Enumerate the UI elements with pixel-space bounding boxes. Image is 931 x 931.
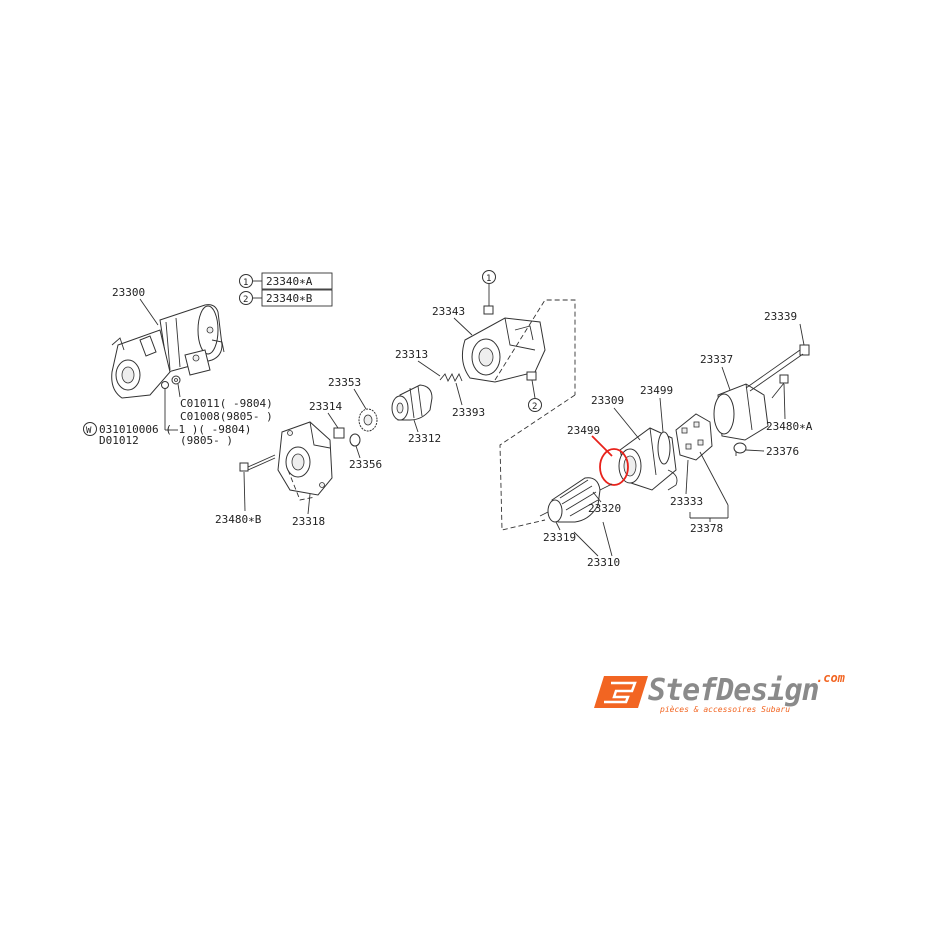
legend-callout-2-number: 2 bbox=[243, 295, 248, 305]
part-label-23376[interactable]: 23376 bbox=[766, 445, 799, 458]
retainer-drawing bbox=[333, 427, 345, 439]
overrunning-clutch-drawing bbox=[391, 384, 433, 421]
hardware-note-c01008[interactable]: C01008(9805- ) bbox=[180, 410, 273, 423]
logo-tld: .com bbox=[816, 671, 846, 685]
gear-housing-drawing bbox=[277, 421, 333, 501]
part-label-23312[interactable]: 23312 bbox=[408, 432, 441, 445]
part-label-23337[interactable]: 23337 bbox=[700, 353, 733, 366]
part-label-23340b[interactable]: 23340∗B bbox=[266, 292, 313, 305]
callout-2-icon bbox=[528, 398, 542, 412]
cap-drawing bbox=[733, 442, 747, 456]
part-label-23309[interactable]: 23309 bbox=[591, 394, 624, 407]
through-bolt-a-drawing bbox=[745, 344, 810, 392]
logo-tagline: pièces & accessoires Subaru bbox=[659, 704, 790, 714]
through-bolt-b-drawing bbox=[239, 454, 276, 472]
spring-drawing bbox=[439, 372, 463, 383]
screw-a-drawing bbox=[771, 374, 789, 399]
part-label-23393[interactable]: 23393 bbox=[452, 406, 485, 419]
starter-assembly-drawing bbox=[111, 304, 225, 399]
hardware-note-range-9805: (9805- ) bbox=[180, 434, 233, 447]
legend-callout-1-number: 1 bbox=[243, 278, 248, 288]
part-label-23333[interactable]: 23333 bbox=[670, 495, 703, 508]
callout-2-number: 2 bbox=[532, 402, 537, 412]
hardware-note-d01012[interactable]: D01012 bbox=[99, 434, 139, 447]
part-label-23499-upper[interactable]: 23499 bbox=[640, 384, 673, 397]
armature-drawing bbox=[539, 477, 613, 523]
part-label-23356[interactable]: 23356 bbox=[349, 458, 382, 471]
hardware-note-c01011[interactable]: C01011( -9804) bbox=[180, 397, 273, 410]
part-label-23318[interactable]: 23318 bbox=[292, 515, 325, 528]
part-label-23310[interactable]: 23310 bbox=[587, 556, 620, 569]
drive-housing-drawing bbox=[461, 305, 546, 383]
part-label-23499-highlighted[interactable]: 23499 bbox=[567, 424, 600, 437]
part-label-23339[interactable]: 23339 bbox=[764, 310, 797, 323]
end-cover-drawing bbox=[713, 383, 769, 441]
part-label-23319[interactable]: 23319 bbox=[543, 531, 576, 544]
assembly-guide-upper bbox=[494, 299, 576, 395]
callout-1-number: 1 bbox=[486, 274, 491, 284]
part-label-23340a[interactable]: 23340∗A bbox=[266, 275, 313, 288]
yoke-drawing bbox=[618, 427, 678, 491]
part-label-23480b[interactable]: 23480∗B bbox=[215, 513, 262, 526]
highlight-ring-icon bbox=[599, 448, 629, 486]
highlight-leader-line bbox=[591, 435, 613, 457]
nut-1-drawing bbox=[483, 305, 494, 315]
o-ring-23499-drawing bbox=[657, 431, 671, 465]
ball-bearing-drawing bbox=[349, 433, 361, 447]
part-label-23353[interactable]: 23353 bbox=[328, 376, 361, 389]
legend: 1 23340∗A 2 23340∗B bbox=[239, 272, 333, 307]
brush-holder-drawing bbox=[675, 413, 713, 461]
stefdesign-logo: StefDesign .com pièces & accessoires Sub… bbox=[594, 671, 846, 714]
idler-gear-drawing bbox=[358, 408, 378, 432]
part-label-23378[interactable]: 23378 bbox=[690, 522, 723, 535]
part-label-23300[interactable]: 23300 bbox=[112, 286, 145, 299]
part-label-23313[interactable]: 23313 bbox=[395, 348, 428, 361]
part-label-23343[interactable]: 23343 bbox=[432, 305, 465, 318]
logo-wordmark: StefDesign bbox=[648, 673, 819, 708]
washer-mark-letter: W bbox=[86, 426, 92, 436]
part-label-23314[interactable]: 23314 bbox=[309, 400, 342, 413]
assembly-guide-lower bbox=[499, 394, 576, 531]
legend-callout-2-icon bbox=[239, 291, 253, 305]
part-label-23320[interactable]: 23320 bbox=[588, 502, 621, 515]
nut-2-drawing bbox=[526, 371, 537, 381]
hardware-note-031010006[interactable]: 031010006 ( 1 )( -9804) bbox=[99, 423, 251, 436]
washer-mark-icon bbox=[83, 422, 97, 436]
part-label-23480a[interactable]: 23480∗A bbox=[766, 420, 813, 433]
legend-callout-1-icon bbox=[239, 274, 253, 288]
callout-1-icon bbox=[482, 270, 496, 284]
